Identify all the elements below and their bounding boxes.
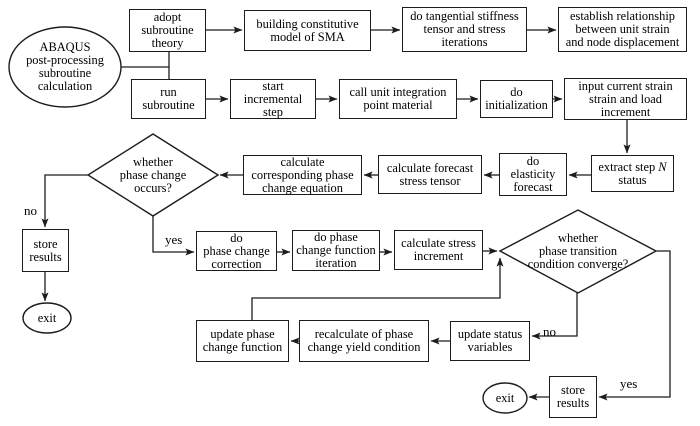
node-adopt-subroutine-theory: adopt subroutine theory	[129, 9, 206, 52]
node-extract-step-n-status: extract step N status	[591, 155, 674, 192]
node-call-unit-integration: call unit integration point material	[339, 79, 457, 119]
node-phase-change-correction: do phase change correction	[196, 231, 277, 271]
node-start-incremental-step: start incremental step	[230, 79, 316, 119]
node-update-phase-change-function: update phase change function	[196, 320, 289, 362]
connector-lines	[41, 26, 671, 401]
branch-label-no-right: no	[543, 324, 556, 339]
node-building-constitutive-model: building constitutive model of SMA	[244, 10, 371, 51]
node-update-status-variables: update status variables	[450, 321, 530, 361]
start-ellipse-label: ABAQUS post-processing subroutine calcul…	[26, 40, 104, 93]
extract-step-n-text: extract step N status	[598, 159, 667, 187]
exit-right-ellipse-shape	[482, 382, 528, 414]
branch-label-yes-right: yes	[620, 376, 638, 391]
converge-decision-label: whether phase transition condition conve…	[527, 231, 629, 271]
node-input-current-strain: input current strain strain and load inc…	[564, 78, 687, 120]
node-store-results-right: store results	[549, 376, 597, 418]
node-tangential-stiffness: do tangential stiffness tensor and stres…	[402, 7, 527, 52]
node-do-elasticity-forecast: do elasticity forecast	[499, 153, 567, 196]
branch-label-no-left: no	[24, 203, 37, 218]
node-recalculate-yield-condition: recalculate of phase change yield condit…	[299, 320, 429, 362]
node-do-initialization: do initialization	[480, 80, 553, 118]
exit-left-ellipse-shape	[22, 302, 72, 334]
node-store-results-left: store results	[22, 229, 69, 272]
step-variable: N	[658, 159, 667, 174]
branch-label-yes-left: yes	[165, 232, 183, 247]
exit-right-label: exit	[495, 391, 515, 405]
converge-decision-shape	[498, 209, 658, 294]
node-calc-forecast-stress: calculate forecast stress tensor	[378, 155, 482, 194]
node-calc-corresponding-equation: calculate corresponding phase change equ…	[243, 155, 362, 195]
phase-change-decision-label: whether phase change occurs?	[119, 155, 187, 195]
node-establish-relationship: establish relationship between unit stra…	[558, 7, 687, 52]
node-phase-change-function-iteration: do phase change function iteration	[292, 230, 380, 271]
node-run-subroutine: run subroutine	[131, 79, 206, 119]
exit-left-label: exit	[37, 311, 57, 325]
node-calc-stress-increment: calculate stress increment	[394, 230, 483, 270]
